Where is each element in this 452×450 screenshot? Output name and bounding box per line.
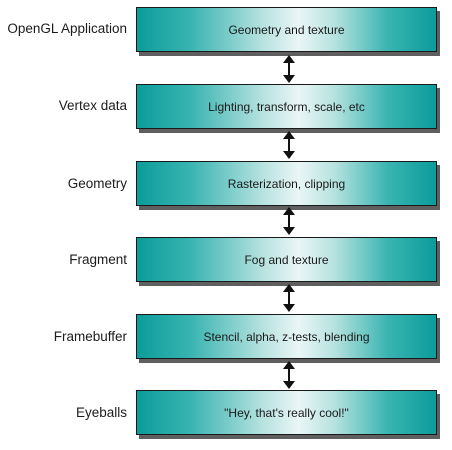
stage-box-text: Rasterization, clipping: [227, 176, 346, 191]
stage-box-text: Geometry and texture: [228, 22, 345, 37]
stage-box-framebuffer: Stencil, alpha, z-tests, blending: [136, 314, 437, 359]
double-arrow-icon: [283, 207, 295, 235]
stage-box-fragment: Fog and texture: [136, 237, 437, 282]
stage-box-text: "Hey, that's really cool!": [224, 405, 349, 420]
stage-label-framebuffer: Framebuffer: [53, 329, 127, 344]
stage-label-vertex-data: Vertex data: [58, 98, 127, 113]
stage-box-text: Lighting, transform, scale, etc: [208, 99, 365, 114]
stage-label-fragment: Fragment: [69, 252, 127, 267]
double-arrow-icon: [283, 361, 295, 389]
stage-label-eyeballs: Eyeballs: [75, 405, 127, 420]
stage-box-text: Fog and texture: [244, 252, 329, 267]
double-arrow-icon: [283, 131, 295, 159]
stage-label-opengl-application: OpenGL Application: [7, 21, 127, 36]
stage-label-geometry: Geometry: [67, 176, 127, 191]
double-arrow-icon: [283, 55, 295, 83]
stage-box-eyeballs: "Hey, that's really cool!": [136, 390, 437, 435]
double-arrow-icon: [283, 284, 295, 312]
stage-box-opengl-application: Geometry and texture: [136, 7, 437, 52]
stage-box-vertex-data: Lighting, transform, scale, etc: [136, 84, 437, 129]
stage-box-geometry: Rasterization, clipping: [136, 161, 437, 206]
stage-box-text: Stencil, alpha, z-tests, blending: [203, 329, 370, 344]
